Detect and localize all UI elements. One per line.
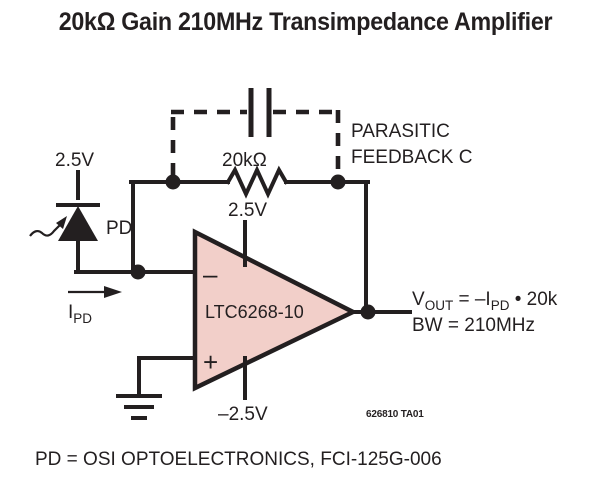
junction-dot-feedback-right	[330, 174, 346, 190]
junction-dot-feedback-left	[165, 174, 181, 190]
output-equation: VOUT = –IPD • 20k	[412, 289, 558, 313]
capacitor-symbol	[248, 88, 272, 137]
junction-dot-output	[360, 304, 376, 320]
photodiode-current-arrow	[68, 286, 122, 298]
ground-icon	[116, 394, 162, 420]
feedback-resistor-label: 20kΩ	[222, 150, 267, 171]
parasitic-label-line1: PARASITIC	[351, 121, 450, 142]
noninverting-input-symbol: +	[203, 347, 218, 377]
noninverting-ground-wire	[137, 356, 197, 397]
photodiode-triangle	[58, 206, 98, 241]
parasitic-label-line2: FEEDBACK C	[351, 147, 472, 168]
inverting-input-symbol: –	[203, 259, 218, 289]
opamp-triangle	[192, 228, 359, 392]
figure-part-number: 626810 TA01	[366, 409, 424, 420]
parasitic-capacitor-path	[170, 109, 341, 176]
opamp-part-label: LTC6268-10	[205, 302, 304, 322]
light-arrow-icon	[29, 216, 67, 237]
opamp-negative-supply-label: –2.5V	[218, 404, 268, 425]
photodiode-current-label: IPD	[68, 302, 92, 326]
photodiode-label: PD	[106, 218, 132, 239]
opamp-positive-supply-label: 2.5V	[228, 200, 267, 221]
page-title: 20kΩ Gain 210MHz Transimpedance Amplifie…	[58, 8, 553, 36]
junction-dot-inverting-input	[130, 264, 146, 280]
footnote-text: PD = OSI OPTOELECTRONICS, FCI-125G-006	[35, 449, 442, 470]
bandwidth-label: BW = 210MHz	[412, 315, 535, 336]
supply-label-photodiode: 2.5V	[55, 150, 94, 171]
